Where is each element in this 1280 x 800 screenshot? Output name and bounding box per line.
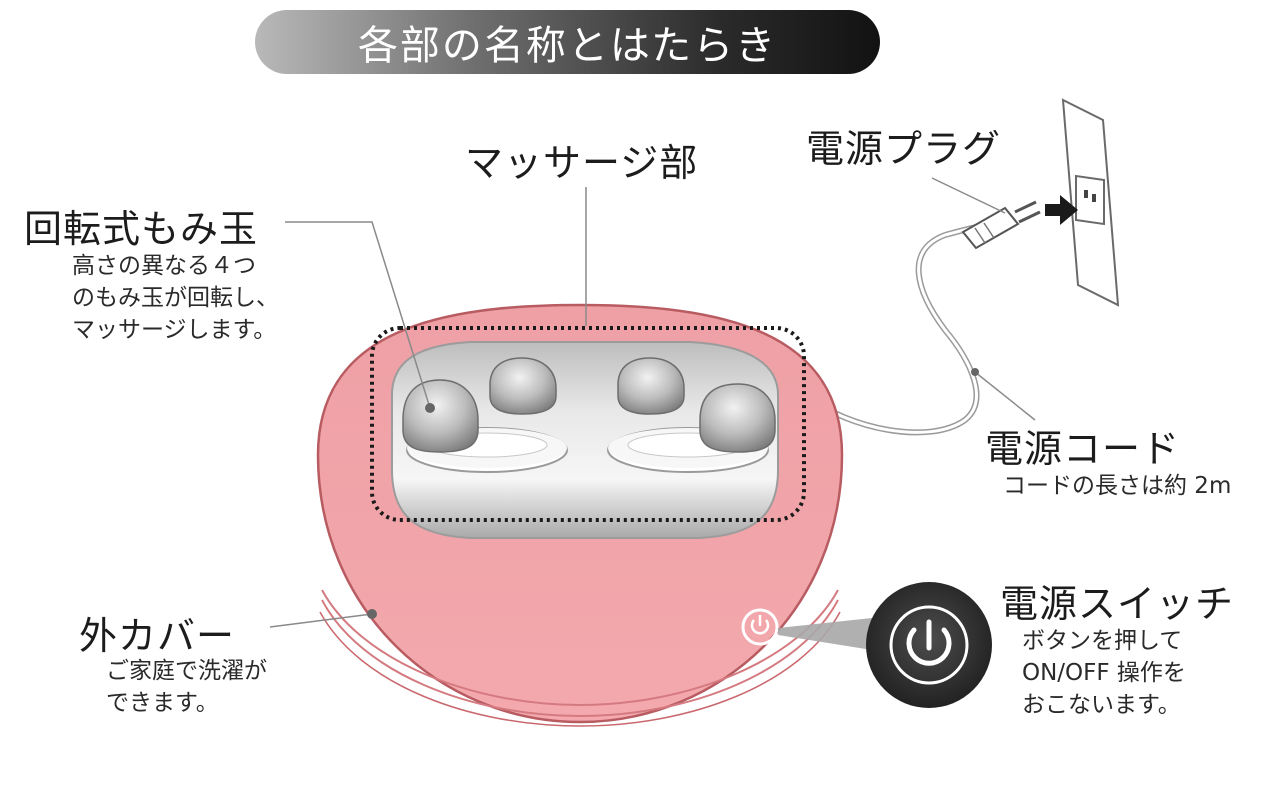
- rollers-desc-line: のもみ玉が回転し、: [72, 285, 279, 311]
- massage-section: [391, 341, 779, 539]
- roller-knob: [402, 379, 479, 453]
- rollers-desc-line: 高さの異なる４つ: [72, 253, 256, 279]
- power-plug-label: 電源プラグ: [806, 127, 1002, 171]
- roller-knob: [617, 357, 685, 415]
- outer-cover-description: ご家庭で洗濯が できます。: [106, 655, 267, 719]
- plug-icon: [961, 200, 1041, 250]
- rollers-label: 回転式もみ玉: [24, 207, 259, 251]
- cover-desc-line: できます。: [106, 690, 219, 716]
- switch-desc-line: おこないます。: [1022, 692, 1181, 718]
- arrow-right-icon: [1045, 195, 1078, 225]
- outer-cover-label: 外カバー: [79, 614, 236, 658]
- massage-section-label: マッサージ部: [465, 141, 699, 185]
- massage-highlight: [370, 326, 806, 522]
- outlet-icon: [1061, 98, 1120, 307]
- cover-desc-line: ご家庭で洗濯が: [106, 658, 267, 684]
- rollers-description: 高さの異なる４つ のもみ玉が回転し、 マッサージします。: [72, 250, 279, 346]
- power-cord-label: 電源コード: [985, 427, 1181, 471]
- title-banner: 各部の名称とはたらき: [255, 10, 880, 74]
- power-icon: [741, 608, 779, 646]
- power-cord-description: コードの長さは約 2m: [1003, 473, 1232, 499]
- switch-desc-line: ボタンを押して: [1022, 628, 1183, 654]
- roller-knob: [489, 357, 557, 415]
- roller-knob: [699, 383, 776, 453]
- switch-desc-line: ON/OFF 操作を: [1022, 660, 1186, 686]
- title-text: 各部の名称とはたらき: [357, 23, 778, 69]
- power-cord: [802, 219, 1003, 436]
- power-button-zoom-icon: [866, 582, 992, 708]
- rollers-desc-line: マッサージします。: [72, 317, 277, 343]
- leader-lines: [269, 177, 1036, 628]
- power-switch-description: ボタンを押して ON/OFF 操作を おこないます。: [1022, 625, 1186, 721]
- power-switch-label: 電源スイッチ: [1000, 582, 1235, 626]
